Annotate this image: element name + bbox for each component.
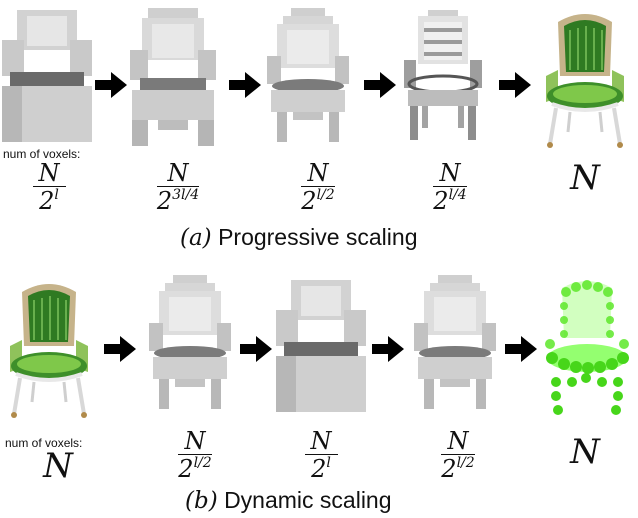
row-b-caption: (b) Dynamic scaling: [185, 487, 392, 514]
row-b-arrow-2: [240, 336, 272, 362]
row-b-voxel-label: num of voxels:: [5, 436, 83, 450]
row-a-caption-tag: (a): [180, 225, 212, 251]
row-b-arrow-1: [104, 336, 136, 362]
row-b-chair-5-point-cloud: [545, 280, 629, 415]
row-b-chair-1-textured: [8, 282, 90, 420]
row-a-count-5: N: [570, 158, 600, 198]
row-a-chair-2: [130, 8, 216, 146]
row-a-chair-1: [2, 10, 92, 142]
row-a-chair-3: [267, 8, 349, 142]
row-a-arrow-3: [364, 72, 396, 98]
row-a-arrow-4: [499, 72, 531, 98]
row-b-chair-2: [149, 275, 231, 409]
row-b-caption-text: Dynamic scaling: [224, 487, 392, 513]
row-b-count-5: N: [570, 432, 600, 472]
row-a-voxel-label: num of voxels:: [3, 147, 81, 161]
row-b-chair-3: [276, 280, 366, 412]
row-b-arrow-3: [372, 336, 404, 362]
row-b-caption-tag: (b): [185, 488, 218, 514]
row-b-count-1: N: [43, 446, 73, 486]
row-a-caption: (a) Progressive scaling: [180, 224, 417, 251]
row-a-chair-5-textured: [544, 12, 626, 150]
row-a-arrow-1: [95, 72, 127, 98]
row-a-caption-text: Progressive scaling: [218, 224, 418, 250]
row-b-arrow-4: [505, 336, 537, 362]
row-a-chair-4: [402, 8, 484, 142]
row-a-arrow-2: [229, 72, 261, 98]
row-b-chair-4: [414, 275, 496, 409]
